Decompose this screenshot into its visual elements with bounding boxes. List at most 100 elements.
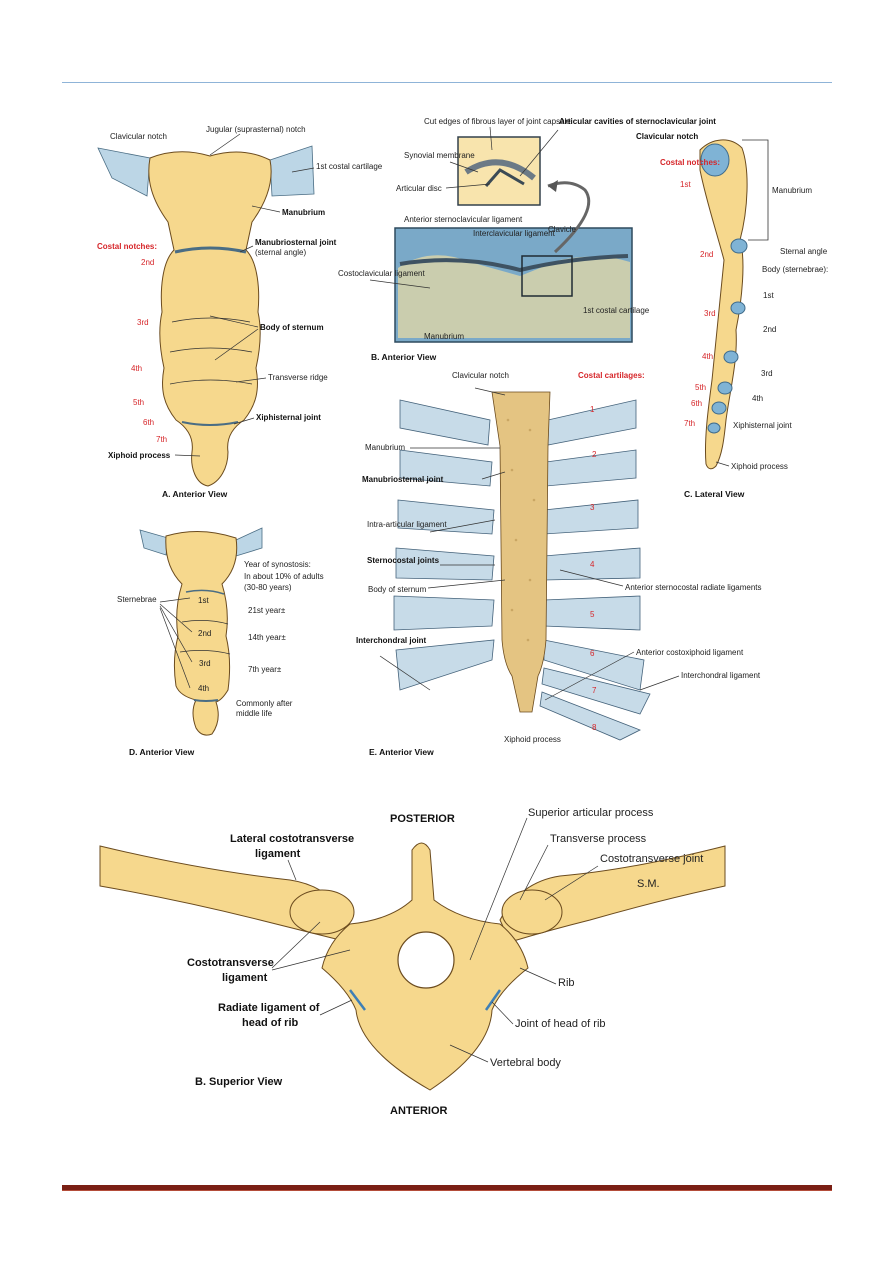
d-s4: 4th — [198, 684, 209, 693]
e-c2: 2 — [592, 450, 597, 459]
a-manubriosternal: Manubriosternal joint — [255, 238, 337, 247]
b-clavicle: Clavicle — [548, 225, 577, 234]
b-interclav: Interclavicular ligament — [473, 229, 556, 238]
figure-superior: POSTERIOR Lateral costotransverse ligame… — [99, 807, 726, 1117]
c-first: 1st — [680, 180, 691, 189]
a-n3: 3rd — [137, 318, 149, 327]
c-xiphoid: Xiphoid process — [731, 462, 788, 471]
figure-c: Clavicular notch Costal notches: 1st Man… — [636, 132, 828, 499]
d-sternebrae: Sternebrae — [117, 595, 157, 604]
f-head-rib: head of rib — [242, 1017, 299, 1029]
d-y7: 7th year± — [248, 665, 282, 674]
first-costal-cartilage-right — [269, 145, 315, 197]
f-caption: B. Superior View — [195, 1076, 283, 1088]
e-intra-articular: Intra-articular ligament — [367, 520, 447, 529]
e-xiphoid: Xiphoid process — [504, 735, 561, 744]
c-b1: 1st — [763, 291, 774, 300]
d-s1: 1st — [198, 596, 209, 605]
a-n6: 6th — [143, 418, 154, 427]
e-c5: 5 — [590, 610, 595, 619]
e-interchondral-lig: Interchondral ligament — [681, 671, 761, 680]
a-caption: A. Anterior View — [162, 489, 228, 499]
f-anterior: ANTERIOR — [390, 1105, 448, 1117]
c-sixth: 6th — [691, 399, 702, 408]
e-interchondral-joint: Interchondral joint — [356, 636, 427, 645]
f-transverse: Transverse process — [550, 833, 647, 845]
header-rule — [62, 82, 832, 83]
figure-d: Year of synostosis: In about 10% of adul… — [117, 527, 324, 757]
e-c7: 7 — [592, 686, 597, 695]
b-costoclav: Costoclavicular ligament — [338, 269, 425, 278]
sternum-a — [148, 151, 272, 487]
e-caption: E. Anterior View — [369, 747, 434, 757]
d-years: (30-80 years) — [244, 583, 292, 592]
a-n2: 2nd — [141, 258, 154, 267]
d-commonly: Commonly after — [236, 699, 293, 708]
figure-b: Cut edges of fibrous layer of joint caps… — [338, 117, 716, 362]
c-caption: C. Lateral View — [684, 489, 745, 499]
e-costal-cartilages: Costal cartilages: — [578, 371, 645, 380]
b-cut-edges-1: Cut edges of fibrous layer of joint caps… — [424, 117, 571, 126]
figure-a: Clavicular notch Jugular (suprasternal) … — [97, 125, 383, 499]
d-year-synostosis: Year of synostosis: — [244, 560, 311, 569]
b-ant-sc-lig: Anterior sternoclavicular ligament — [404, 215, 523, 224]
c-manubrium: Manubrium — [772, 186, 812, 195]
f-radiate: Radiate ligament of — [218, 1002, 320, 1014]
footer-rule — [62, 1185, 832, 1191]
sternum-d — [165, 530, 238, 736]
f-posterior: POSTERIOR — [390, 813, 455, 825]
e-body: Body of sternum — [368, 585, 427, 594]
e-c3: 3 — [590, 503, 595, 512]
e-sternum — [491, 391, 551, 713]
e-sternocostal: Sternocostal joints — [367, 556, 440, 565]
c-costal-notches: Costal notches: — [660, 158, 720, 167]
c-sternal-angle: Sternal angle — [780, 247, 828, 256]
d-y21: 21st year± — [248, 606, 286, 615]
b-synovial: Synovial membrane — [404, 151, 475, 160]
b-first-costal: 1st costal cartilage — [583, 306, 650, 315]
figure-e: Clavicular notch Costal cartilages: 1 2 … — [356, 371, 762, 757]
a-xiphisternal: Xiphisternal joint — [256, 413, 321, 422]
b-articular-cavities: Articular cavities of sternoclavicular j… — [559, 117, 716, 126]
c-xiphisternal: Xiphisternal joint — [733, 421, 792, 430]
d-s2: 2nd — [198, 629, 211, 638]
a-xiphoid: Xiphoid process — [108, 451, 171, 460]
e-manubrium: Manubrium — [365, 443, 405, 452]
d-middle-life: middle life — [236, 709, 273, 718]
a-clavicular-notch: Clavicular notch — [110, 132, 167, 141]
f-costotransverse: Costotransverse — [187, 957, 274, 969]
f-vertebral: Vertebral body — [490, 1057, 561, 1069]
d-about10: In about 10% of adults — [244, 572, 324, 581]
c-third: 3rd — [704, 309, 716, 318]
f-ligament: ligament — [255, 848, 301, 860]
c-fourth: 4th — [702, 352, 713, 361]
a-costal-notches: Costal notches: — [97, 242, 157, 251]
c-clavicular-notch: Clavicular notch — [636, 132, 698, 141]
b-manubrium: Manubrium — [424, 332, 464, 341]
a-first-costal: 1st costal cartilage — [316, 162, 383, 171]
first-costal-cartilage-left — [97, 147, 151, 197]
c-fifth: 5th — [695, 383, 706, 392]
a-n4: 4th — [131, 364, 142, 373]
c-body: Body (sternebrae): — [762, 265, 828, 274]
a-transverse-ridge: Transverse ridge — [268, 373, 328, 382]
f-ligament2: ligament — [222, 972, 268, 984]
e-c1: 1 — [590, 405, 595, 414]
f-rib: Rib — [558, 977, 575, 989]
a-n5: 5th — [133, 398, 144, 407]
e-clavicular-notch: Clavicular notch — [452, 371, 509, 380]
e-c8: 8 — [592, 723, 597, 732]
c-b4: 4th — [752, 394, 763, 403]
d-caption: D. Anterior View — [129, 747, 195, 757]
f-sup-art: Superior articular process — [528, 807, 654, 819]
a-body: Body of sternum — [260, 323, 324, 332]
c-seventh: 7th — [684, 419, 695, 428]
e-ant-radiate: Anterior sternocostal radiate ligaments — [625, 583, 762, 592]
e-c6: 6 — [590, 649, 595, 658]
c-b2: 2nd — [763, 325, 776, 334]
e-ant-costoxiphoid: Anterior costoxiphoid ligament — [636, 648, 744, 657]
a-manubrium: Manubrium — [282, 208, 325, 217]
e-manubriosternal: Manubriosternal joint — [362, 475, 444, 484]
a-jugular-notch: Jugular (suprasternal) notch — [206, 125, 306, 134]
